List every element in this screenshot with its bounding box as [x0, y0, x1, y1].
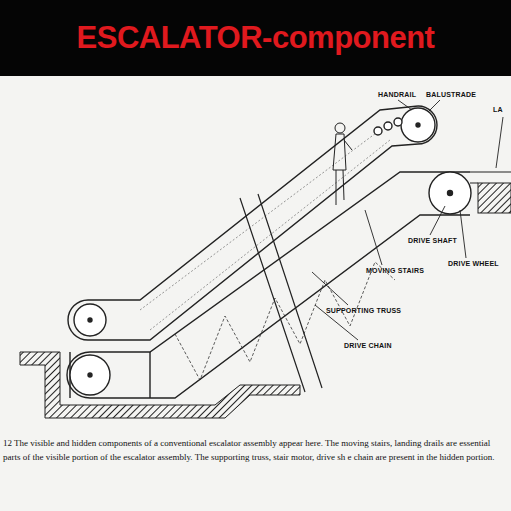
- part-label: DRIVE SHAFT: [408, 237, 457, 244]
- moving-stairs-line: [140, 130, 390, 330]
- title-bar: [0, 0, 511, 76]
- part-label: SUPPORTING TRUSS: [326, 307, 401, 314]
- wheels: [70, 108, 471, 395]
- landing-plate: [470, 172, 511, 183]
- part-label: HANDRAIL: [378, 91, 416, 98]
- part-label: DRIVE WHEEL: [448, 260, 499, 267]
- part-label: DRIVE CHAIN: [344, 342, 392, 349]
- truss: [67, 172, 470, 398]
- part-label: BALUSTRADE: [426, 91, 476, 98]
- truss-bracing: [175, 262, 395, 380]
- person: [333, 123, 352, 205]
- title: ESCALATOR-component: [0, 0, 511, 76]
- balustrade: [68, 106, 437, 340]
- figure-caption: 12 The visible and hidden components of …: [3, 436, 507, 464]
- upper-landing: [478, 183, 511, 213]
- part-label: MOVING STAIRS: [366, 267, 424, 274]
- ground-pit: [20, 352, 300, 418]
- leader-lines: [312, 100, 503, 340]
- part-label: LA: [493, 106, 503, 113]
- building-column: [240, 194, 322, 392]
